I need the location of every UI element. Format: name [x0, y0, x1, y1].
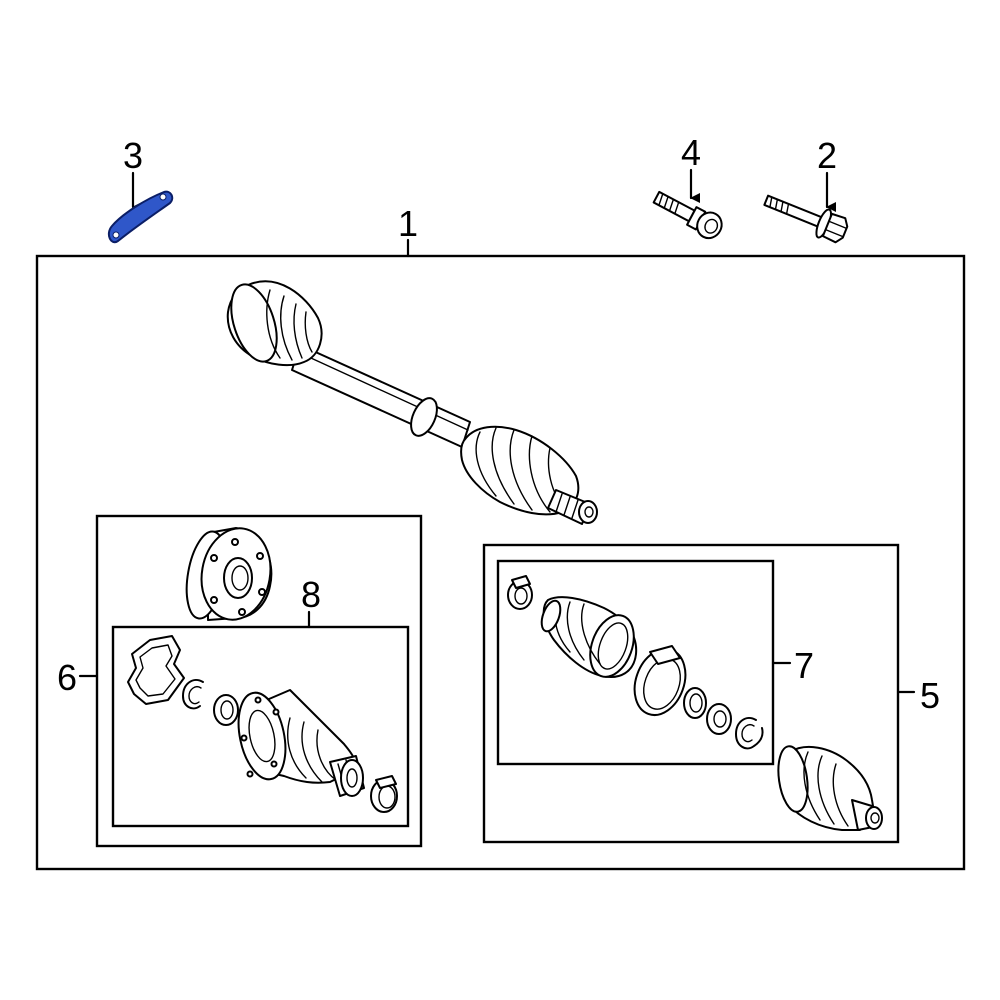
callout-7: 7 [794, 645, 814, 686]
inner-cv-joint [237, 689, 365, 797]
gasket-outline [127, 635, 185, 705]
plate-hole-left [112, 231, 120, 239]
callout-4: 4 [681, 132, 701, 173]
inner-joint-subkit-frame [111, 625, 410, 828]
bolt-flange-hex-head [821, 212, 849, 244]
boot-kit-clamp-small [507, 575, 533, 610]
inner-joint-kit-frame [95, 514, 423, 848]
boot-kit-clamp-large [633, 645, 687, 716]
plate-part-highlighted [107, 190, 174, 244]
outer-spline-end [578, 500, 598, 524]
bolt-short [652, 190, 723, 240]
boot-small-opening [540, 599, 562, 633]
inner-cv-boot-face [230, 283, 278, 363]
outer-joint-stub-end [865, 806, 883, 830]
bolt-flange [763, 194, 849, 244]
ring-b-outer [706, 703, 732, 735]
circlip-shape [735, 716, 764, 750]
inner-joint-gasket [127, 635, 185, 705]
main-assembly-frame [35, 254, 966, 871]
inner-snap-ring [182, 678, 204, 710]
plate-shape [107, 190, 174, 244]
ring-a-outer [683, 687, 707, 719]
outer-joint-face [777, 745, 809, 813]
gasket-inner-outline [135, 644, 176, 697]
bolt-short-head [696, 211, 723, 240]
axle-shaft-bar [291, 344, 471, 448]
plate-hole-right [159, 193, 167, 201]
snap-ring-outer [182, 678, 204, 710]
callout-8: 8 [301, 574, 321, 615]
inner-spacer-ring [213, 694, 239, 726]
inner-boot-clamp [370, 775, 398, 813]
bolt-short-shank [652, 190, 696, 223]
callout-2: 2 [817, 135, 837, 176]
axle-shaft-assembly [226, 280, 598, 525]
boot-kit-boot [540, 596, 638, 678]
boot-kit-ring-b [706, 703, 732, 735]
outer-joint-kit-frame [482, 543, 900, 844]
boot-kit-circlip [735, 716, 764, 750]
boot-kit-ring-a [683, 687, 707, 719]
outer-cv-joint [777, 745, 883, 831]
inner-flange-disc [185, 527, 273, 621]
bolt-flange-shank [763, 194, 823, 228]
axle-damper-ring [410, 397, 438, 437]
callout-3: 3 [123, 135, 143, 176]
spacer-ring-outer [213, 694, 239, 726]
boot-kit-frame [496, 559, 775, 766]
boot-large-opening [589, 614, 635, 678]
callout-6: 6 [57, 657, 77, 698]
callout-1: 1 [398, 203, 418, 244]
callout-5: 5 [920, 675, 940, 716]
inner-joint-stub-end [340, 759, 364, 797]
